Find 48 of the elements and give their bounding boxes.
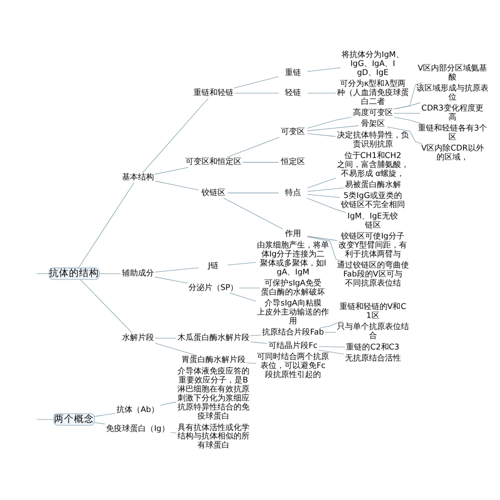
connector [394, 82, 422, 109]
connector [320, 320, 343, 328]
connector [307, 235, 338, 240]
node-box: 两个概念 [54, 412, 95, 426]
connector [36, 272, 50, 274]
connector [36, 418, 54, 420]
connector [307, 194, 340, 198]
connector [154, 342, 196, 356]
connector [223, 197, 284, 229]
connector [307, 116, 352, 128]
connector [227, 262, 256, 265]
connector [307, 236, 340, 261]
connector [233, 76, 279, 88]
connector [94, 422, 106, 424]
connector [154, 266, 200, 272]
connector [170, 432, 176, 433]
connector [307, 132, 336, 136]
connector [142, 98, 209, 172]
connector [307, 177, 336, 188]
connector [154, 276, 188, 283]
connector [154, 180, 200, 190]
connector [94, 412, 116, 416]
connector [250, 341, 268, 344]
connector [160, 401, 177, 406]
connector [307, 66, 341, 72]
connector [246, 362, 256, 364]
connector [318, 346, 346, 347]
node-box: 抗体的结构 [48, 267, 100, 280]
connector [154, 337, 177, 338]
connector [239, 287, 260, 288]
connector [80, 278, 133, 333]
connector [227, 192, 280, 193]
connector [307, 187, 344, 192]
connector [307, 124, 359, 131]
connector [394, 112, 420, 113]
connector [386, 126, 422, 144]
connector [154, 166, 189, 174]
connector [394, 116, 422, 124]
connector [250, 334, 262, 336]
connector [394, 102, 420, 109]
connector [318, 349, 344, 354]
connector [226, 136, 280, 158]
connector [99, 272, 121, 274]
connector [307, 92, 336, 93]
connector [306, 197, 346, 212]
connector [229, 292, 256, 302]
connector [234, 92, 279, 93]
connector [78, 182, 134, 268]
